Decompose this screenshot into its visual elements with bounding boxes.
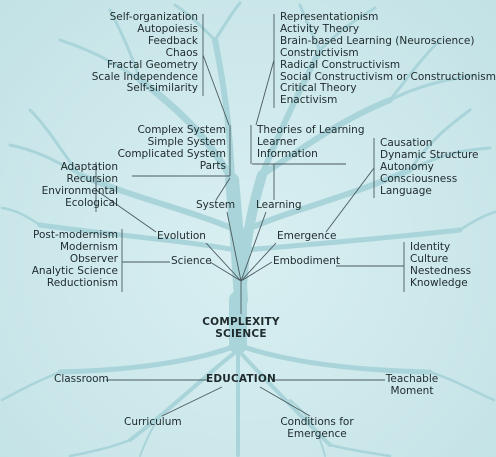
root-label-line: Moment (390, 384, 434, 397)
branch-label: Adaptation (60, 161, 118, 173)
branch-label: Reductionism (46, 276, 118, 289)
branch-label: Nestedness (410, 264, 472, 277)
node-embodiment: Embodiment (273, 255, 340, 267)
branch-label: Self-similarity (126, 82, 198, 95)
center-title-line: SCIENCE (215, 327, 267, 340)
embodiment-aspects-group: Identity Culture Nestedness Knowledge (410, 241, 472, 290)
branch-label: Consciousness (380, 172, 458, 185)
science-aspects-group: Post-modernism Modernism Observer Analyt… (31, 229, 118, 290)
branch-label: Theories of Learning (257, 124, 365, 136)
branch-label: Feedback (147, 34, 198, 47)
root-teachable-moment: Teachable Moment (382, 373, 442, 398)
branch-label: Self-organization (109, 11, 198, 23)
node-emergence: Emergence (277, 230, 337, 242)
node-system: System (196, 199, 236, 211)
branch-label: Ecological (65, 196, 118, 209)
evolution-aspects-group: Adaptation Recursion Environmental Ecolo… (41, 161, 119, 210)
system-types-group: Complex System Simple System Complicated… (117, 124, 226, 173)
root-label-line: Conditions for (280, 416, 354, 428)
branch-label: Constructivism (280, 46, 359, 59)
branch-label: Observer (69, 252, 118, 265)
branch-label: Chaos (165, 46, 198, 59)
center-title: COMPLEXITY SCIENCE (191, 316, 291, 341)
branch-label: Critical Theory (280, 82, 357, 95)
root-label-line: Teachable (385, 373, 439, 385)
node-science: Science (171, 255, 212, 267)
emergence-aspects-group: Causation Dynamic Structure Autonomy Con… (380, 137, 479, 198)
branch-label: Language (380, 184, 432, 197)
root-label-line: Emergence (287, 427, 347, 440)
branch-label: Causation (380, 137, 433, 149)
branch-label: Learner (257, 135, 298, 148)
branch-label: Environmental (41, 184, 118, 197)
branch-label: Recursion (66, 172, 119, 185)
branch-label: Knowledge (410, 276, 468, 289)
center-title-line: COMPLEXITY (202, 316, 280, 328)
branch-label: Social Constructivism or Constructionism (280, 70, 496, 83)
node-evolution: Evolution (157, 230, 206, 242)
branch-label: Analytic Science (31, 264, 118, 277)
branch-label: Enactivism (280, 94, 338, 107)
root-conditions-for-emergence: Conditions for Emergence (272, 416, 362, 441)
branch-label: Complex System (137, 124, 226, 136)
learning-theories-group: Representationism Activity Theory Brain-… (280, 11, 496, 107)
branch-label: Culture (410, 252, 449, 265)
branch-label: Fractal Geometry (107, 58, 198, 71)
branch-label: Autopoiesis (137, 22, 198, 35)
learning-aspects-group: Theories of Learning Learner Information (257, 124, 365, 161)
branch-label: Brain-based Learning (Neuroscience) (280, 34, 475, 47)
branch-label: Radical Constructivism (280, 58, 401, 71)
branch-label: Parts (199, 159, 226, 172)
branch-label: Autonomy (380, 160, 434, 173)
branch-label: Activity Theory (280, 22, 360, 35)
branch-label: Identity (410, 241, 451, 253)
branch-label: Simple System (147, 135, 226, 148)
branch-label: Modernism (59, 240, 118, 253)
self-organization-group: Self-organization Autopoiesis Feedback C… (91, 11, 198, 95)
branch-label: Post-modernism (33, 229, 118, 241)
branch-label: Scale Independence (91, 70, 198, 83)
root-classroom: Classroom (54, 373, 109, 385)
branch-label: Information (257, 147, 318, 160)
root-title: EDUCATION (205, 373, 276, 385)
root-curriculum: Curriculum (124, 416, 182, 428)
branch-label: Complicated System (117, 147, 226, 160)
branch-label: Dynamic Structure (380, 148, 479, 161)
branch-label: Representationism (280, 11, 379, 23)
node-learning: Learning (256, 199, 302, 211)
